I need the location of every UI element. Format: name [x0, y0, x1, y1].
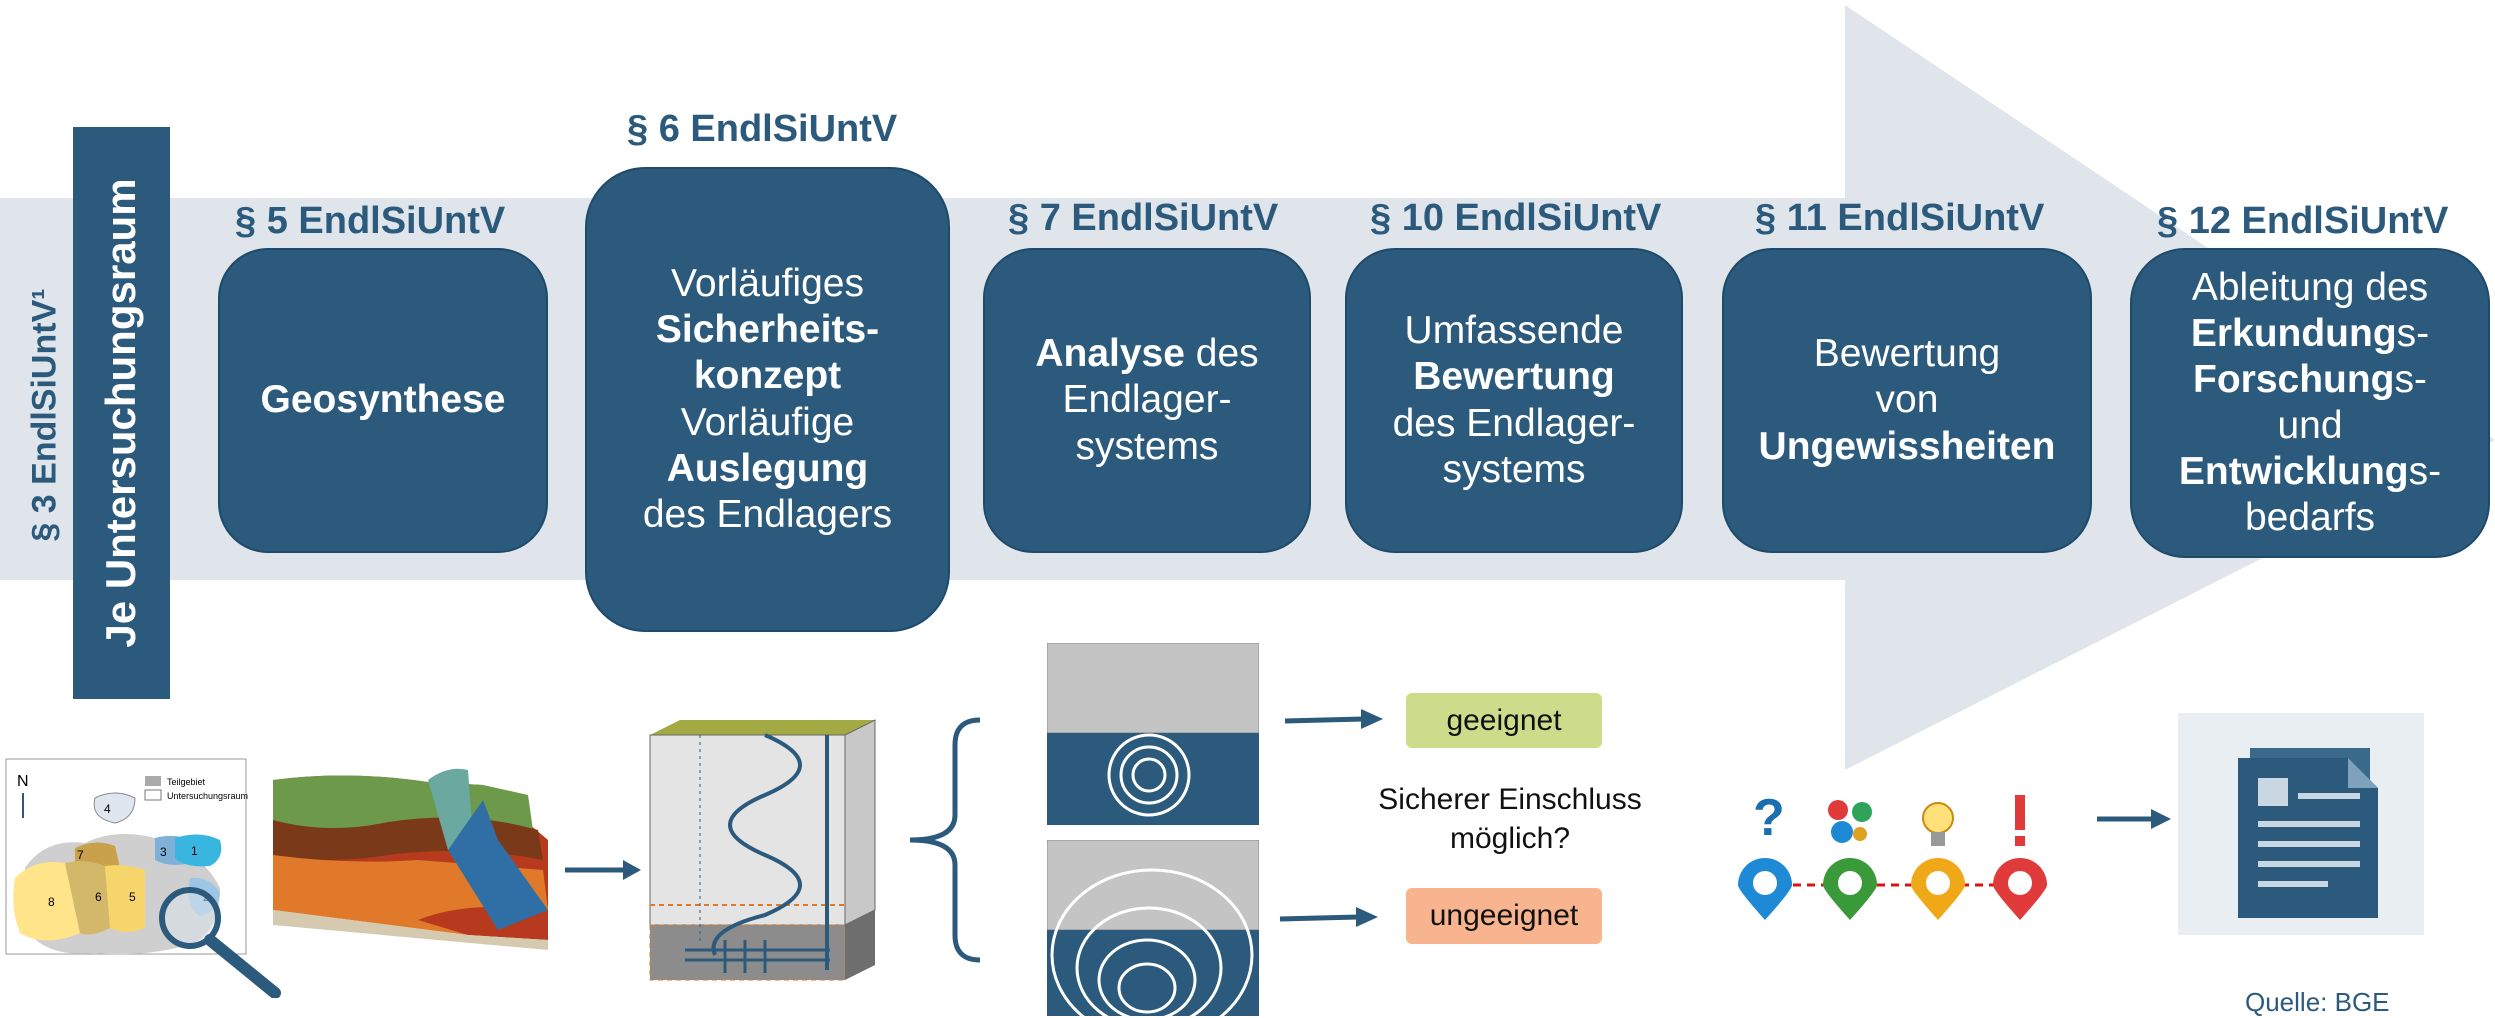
step-text-line: Vorläufige [680, 400, 855, 444]
curly-brace [909, 717, 981, 963]
step-text-line: Geosynthese [260, 378, 506, 422]
svg-text:4: 4 [104, 802, 111, 816]
step-text-line: und [2277, 404, 2343, 447]
step-text-line: Forschungs- [2193, 357, 2427, 401]
step-label-s11: § 11 EndlSiUntV [1755, 197, 2045, 239]
step-text-line: Analyse des [1035, 332, 1259, 376]
svg-text:Teilgebiet: Teilgebiet [167, 777, 206, 787]
step-text-line: Ableitung des [2191, 265, 2429, 309]
step-text-line: systems [1442, 447, 1586, 491]
section-3-label: § 3 EndlSiUntV¹ [25, 288, 64, 542]
exclamation-pin-icon [1993, 795, 2047, 920]
arrow-to-document-icon [2097, 809, 2171, 829]
step-text-line: Bewertung [1813, 332, 2001, 376]
svg-text:7: 7 [77, 848, 84, 862]
step-text-line: konzept [693, 354, 842, 398]
step-text-line: des Endlagers [642, 492, 893, 536]
step-text-line: bedarfs [2244, 496, 2376, 540]
svg-text:?: ? [1753, 790, 1785, 847]
svg-text:1: 1 [191, 844, 198, 858]
step-text-line: von [1875, 378, 1939, 422]
step-label-s10: § 10 EndlSiUntV [1370, 197, 1662, 239]
step-text-line: systems [1075, 424, 1219, 468]
investigation-area-map: N Teilgebiet Untersuchungsraum 4 7 8 6 5… [5, 758, 281, 998]
step-text-line: Endlager- [1062, 378, 1232, 422]
svg-text:3: 3 [160, 845, 167, 859]
step-label-s6: § 6 EndlSiUntV [627, 108, 898, 150]
step-text-line: Erkundungs- [2190, 311, 2430, 355]
svg-text:6: 6 [95, 890, 102, 904]
step-text-line: Auslegung [666, 446, 869, 490]
step-label-s5: § 5 EndlSiUntV [235, 200, 506, 242]
step-text-line: Bewertung [1413, 355, 1615, 399]
step-box-s5: Geosynthese [218, 248, 548, 553]
arrow-unsuitable-icon [1279, 907, 1378, 927]
containment-question: Sicherer Einschluss möglich? [1378, 783, 1642, 855]
arrow-suitable-icon [1284, 709, 1383, 729]
geology-3d-model [273, 768, 548, 950]
step-label-s12: § 12 EndlSiUntV [2157, 200, 2449, 242]
unsuitable-badge: ungeeignet [1406, 888, 1602, 944]
step-text-line: Umfassende [1404, 309, 1624, 353]
arrow-right-icon [565, 860, 641, 880]
svg-text:8: 8 [48, 895, 55, 909]
step-label-s7: § 7 EndlSiUntV [1008, 197, 1279, 239]
source-note: Quelle: BGE [2245, 987, 2390, 1017]
containment-panel-good [1047, 643, 1259, 825]
step-text-line: des Endlager- [1392, 401, 1636, 445]
svg-text:5: 5 [129, 890, 136, 904]
lightbulb-pin-icon [1911, 802, 1965, 920]
containment-panel-bad [1047, 840, 1259, 1016]
step-text-line: Sicherheits- [655, 308, 880, 352]
untersuchungsraum-banner: Je Untersuchungsraum [73, 127, 170, 699]
svg-text:Untersuchungsraum: Untersuchungsraum [167, 791, 248, 801]
step-text-line: Entwicklungs- [2178, 450, 2442, 494]
repository-block-model [649, 719, 876, 981]
document-icon [2178, 713, 2424, 935]
step-text-line: Ungewissheiten [1758, 424, 2056, 468]
magnifier-icon [159, 887, 221, 949]
uncertainty-pins: ? [1738, 790, 2047, 920]
gears-pin-icon [1823, 800, 1877, 920]
question-pin-icon: ? [1738, 790, 1792, 920]
step-text-line: Vorläufiges [671, 262, 864, 306]
suitable-badge: geeignet [1406, 693, 1602, 748]
north-label: N [17, 773, 29, 790]
